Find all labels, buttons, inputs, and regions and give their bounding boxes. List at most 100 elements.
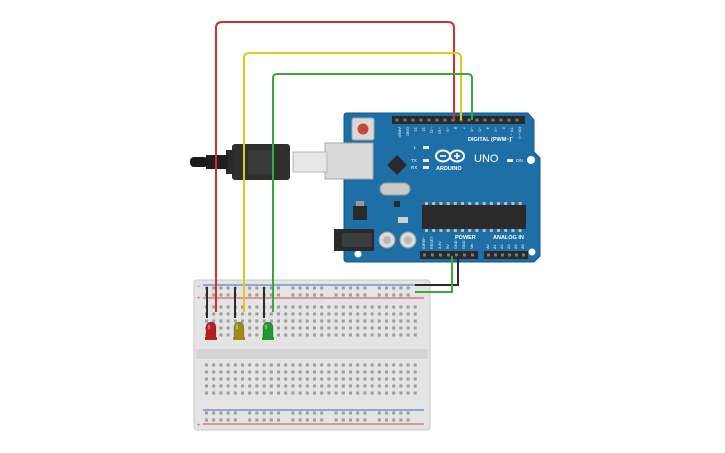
terminal-hole	[385, 391, 388, 395]
microcontroller-chip	[422, 205, 526, 229]
terminal-hole	[298, 384, 302, 388]
terminal-hole	[341, 333, 345, 337]
terminal-hole	[212, 305, 216, 309]
red-wire[interactable]	[215, 21, 455, 312]
terminal-hole	[305, 391, 309, 395]
chip-pin	[489, 202, 493, 205]
power-pin[interactable]	[447, 253, 450, 257]
terminal-hole	[241, 319, 244, 323]
terminal-hole	[248, 312, 252, 316]
chip-pin	[497, 229, 500, 232]
terminal-hole	[219, 305, 223, 309]
terminal-hole	[219, 363, 223, 367]
analog-pin[interactable]	[494, 253, 497, 257]
breadboard[interactable]: + − +	[193, 279, 431, 431]
digital-pin-label: ~6	[470, 127, 475, 132]
terminal-hole	[341, 312, 345, 316]
digital-pin[interactable]	[467, 118, 471, 122]
analog-pin[interactable]	[515, 253, 518, 257]
terminal-hole	[284, 305, 288, 309]
terminal-hole	[269, 384, 273, 388]
power-pin[interactable]	[471, 253, 474, 257]
terminal-hole	[291, 377, 295, 381]
terminal-hole	[327, 377, 331, 381]
ground-wire[interactable]	[415, 256, 459, 286]
terminal-hole	[313, 305, 316, 309]
digital-pin[interactable]	[443, 118, 447, 122]
terminal-hole	[356, 333, 360, 337]
chip-pin	[518, 229, 522, 232]
terminal-hole	[212, 370, 216, 374]
power-pin-label: RESET	[430, 236, 434, 249]
digital-pin[interactable]	[427, 118, 431, 122]
digital-pin-label: RX←0	[518, 127, 523, 140]
usb-cable-wire	[190, 157, 208, 167]
terminal-hole	[255, 333, 259, 337]
bottom-pin-row	[423, 253, 525, 257]
analog-pin[interactable]	[522, 253, 525, 257]
digital-pin-label: 8	[454, 127, 459, 130]
terminal-hole	[233, 319, 237, 323]
terminal-hole	[233, 384, 237, 388]
rail-hole	[212, 411, 216, 415]
analog-pin-label: A5	[521, 244, 525, 249]
terminal-hole	[284, 363, 288, 367]
usb-cable[interactable]	[190, 142, 374, 180]
digital-pin[interactable]	[475, 118, 479, 122]
digital-pin-label: ~11	[430, 127, 435, 134]
rail-hole	[291, 418, 295, 422]
power-pin[interactable]	[439, 253, 442, 257]
digital-pin[interactable]	[515, 118, 519, 122]
power-header-label: POWER	[455, 235, 476, 241]
terminal-hole	[241, 377, 244, 381]
terminal-hole	[226, 305, 230, 309]
terminal-hole	[341, 377, 345, 381]
terminal-hole	[341, 363, 345, 367]
terminal-hole	[248, 305, 252, 309]
yellow-led[interactable]	[233, 321, 245, 340]
terminal-hole	[320, 305, 324, 309]
analog-pin[interactable]	[501, 253, 504, 257]
chip-pin	[482, 202, 486, 205]
power-pin[interactable]	[423, 253, 426, 257]
terminal-hole	[291, 363, 295, 367]
l-led	[423, 146, 429, 149]
terminal-hole	[341, 326, 345, 330]
power-pin[interactable]	[455, 253, 458, 257]
yellow-wire[interactable]	[243, 52, 462, 312]
digital-pin[interactable]	[411, 118, 415, 122]
terminal-hole	[349, 312, 352, 316]
rail-hole	[226, 411, 230, 415]
analog-pin[interactable]	[487, 253, 490, 257]
rail-hole	[277, 286, 280, 290]
reset-button-cap[interactable]	[357, 123, 369, 135]
digital-pin[interactable]	[403, 118, 407, 122]
analog-pin[interactable]	[508, 253, 511, 257]
terminal-hole	[248, 319, 252, 323]
five-volt-wire[interactable]	[415, 256, 453, 293]
terminal-hole	[392, 363, 396, 367]
digital-pin[interactable]	[419, 118, 423, 122]
digital-pin[interactable]	[507, 118, 511, 122]
terminal-hole	[284, 384, 288, 388]
terminal-hole	[269, 391, 273, 395]
green-wire[interactable]	[272, 73, 473, 312]
terminal-hole	[226, 391, 230, 395]
terminal-hole	[298, 319, 302, 323]
rail-hole	[219, 411, 223, 415]
digital-pin[interactable]	[491, 118, 495, 122]
terminal-hole	[413, 326, 417, 330]
power-pin[interactable]	[463, 253, 466, 257]
digital-pin[interactable]	[483, 118, 487, 122]
red-led[interactable]	[205, 321, 217, 340]
green-led[interactable]	[262, 321, 274, 340]
digital-pin[interactable]	[435, 118, 439, 122]
terminal-hole	[413, 391, 417, 395]
power-pin[interactable]	[431, 253, 434, 257]
rail-hole	[269, 418, 273, 422]
terminal-hole	[313, 326, 316, 330]
digital-pin[interactable]	[499, 118, 503, 122]
rail-hole	[291, 286, 295, 290]
digital-pin[interactable]	[395, 118, 399, 122]
